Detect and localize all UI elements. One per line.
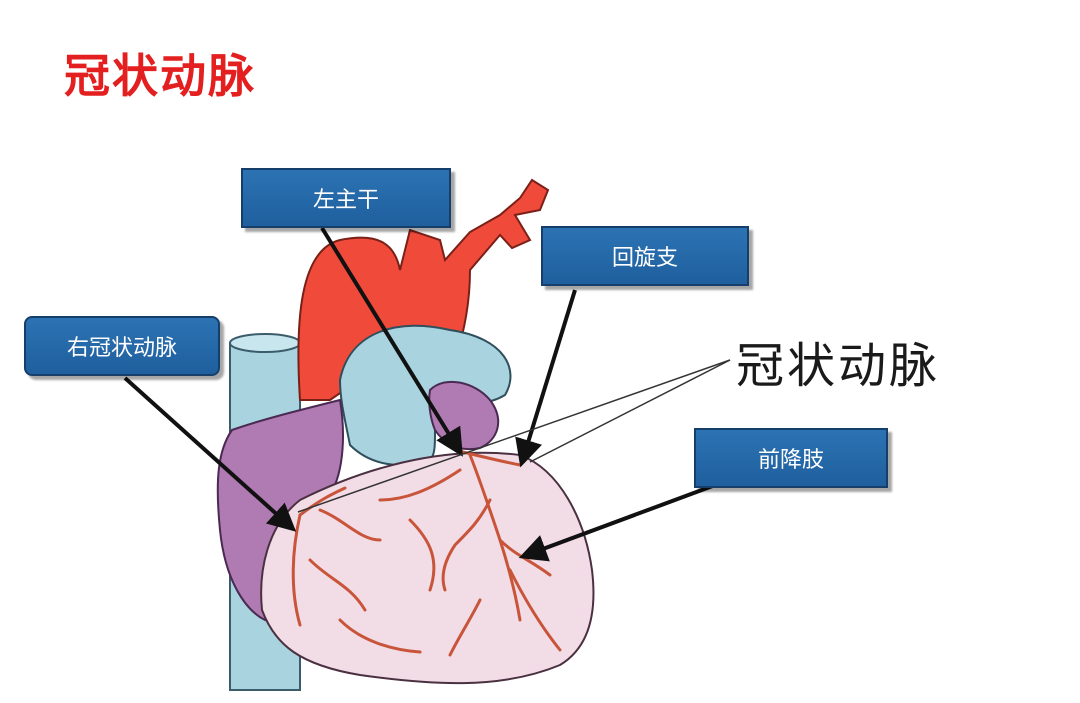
arrow-right-coronary bbox=[123, 376, 297, 532]
page-title: 冠状动脉 bbox=[64, 49, 256, 103]
arrow-circumflex bbox=[515, 289, 577, 468]
callout-lines bbox=[297, 359, 731, 513]
label-anterior-descending-branch: 前降肢 bbox=[694, 428, 888, 488]
pointer-arrows bbox=[123, 226, 719, 562]
label-circumflex-branch: 回旋支 bbox=[541, 226, 749, 286]
arrow-left-main bbox=[320, 226, 463, 457]
coronary-vessels bbox=[291, 448, 562, 657]
label-left-main-trunk: 左主干 bbox=[241, 168, 451, 228]
callout-coronary-artery: 冠状动脉 bbox=[736, 338, 941, 394]
label-right-coronary-artery: 右冠状动脉 bbox=[24, 316, 220, 376]
arrow-lad bbox=[518, 482, 719, 562]
